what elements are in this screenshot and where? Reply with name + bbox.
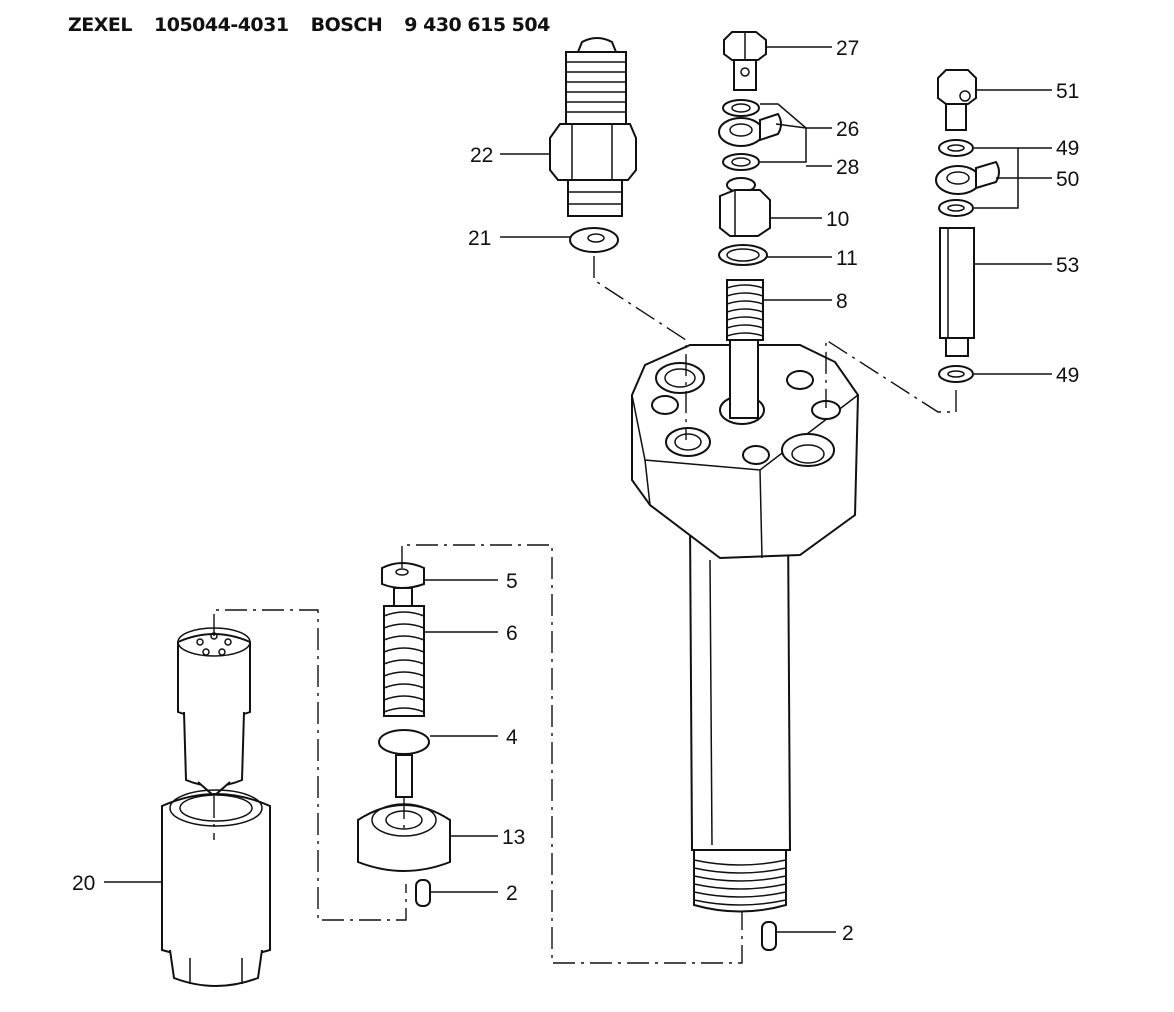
label-49-top: 49 (1056, 137, 1079, 160)
label-27: 27 (836, 37, 859, 60)
pump-body (631, 339, 860, 913)
label-28: 28 (836, 156, 859, 179)
label-49-bottom: 49 (1056, 364, 1079, 387)
brand-bosch: BOSCH (310, 14, 383, 36)
nozzle-assembly (161, 627, 271, 987)
assembly-connector-lines (213, 256, 957, 964)
label-22: 22 (470, 144, 493, 167)
label-4: 4 (506, 726, 518, 749)
part-labels: 27 26 28 10 11 8 22 21 51 49 50 53 49 5 … (72, 37, 1079, 945)
label-20: 20 (72, 872, 95, 895)
brand-zexel: ZEXEL (68, 14, 133, 36)
label-5: 5 (506, 570, 518, 593)
center-delivery-stack (718, 31, 782, 341)
part-number-zexel: 105044-4031 (154, 14, 289, 36)
return-fitting-stack (935, 69, 1000, 383)
part-number-bosch: 9 430 615 504 (404, 14, 550, 36)
label-10: 10 (826, 208, 849, 231)
label-50: 50 (1056, 168, 1079, 191)
label-8: 8 (836, 290, 848, 313)
label-2-valve: 2 (506, 882, 518, 905)
header: ZEXEL 105044-4031 BOSCH 9 430 615 504 (68, 14, 572, 36)
label-13: 13 (502, 826, 525, 849)
label-21: 21 (468, 227, 491, 250)
label-53: 53 (1056, 254, 1079, 277)
leader-lines (104, 46, 1052, 933)
label-11: 11 (836, 247, 858, 270)
label-2-body: 2 (842, 922, 854, 945)
label-51: 51 (1056, 80, 1079, 103)
label-26: 26 (836, 118, 859, 141)
inlet-fitting (549, 37, 637, 253)
label-6: 6 (506, 622, 518, 645)
valve-stack (357, 562, 777, 951)
